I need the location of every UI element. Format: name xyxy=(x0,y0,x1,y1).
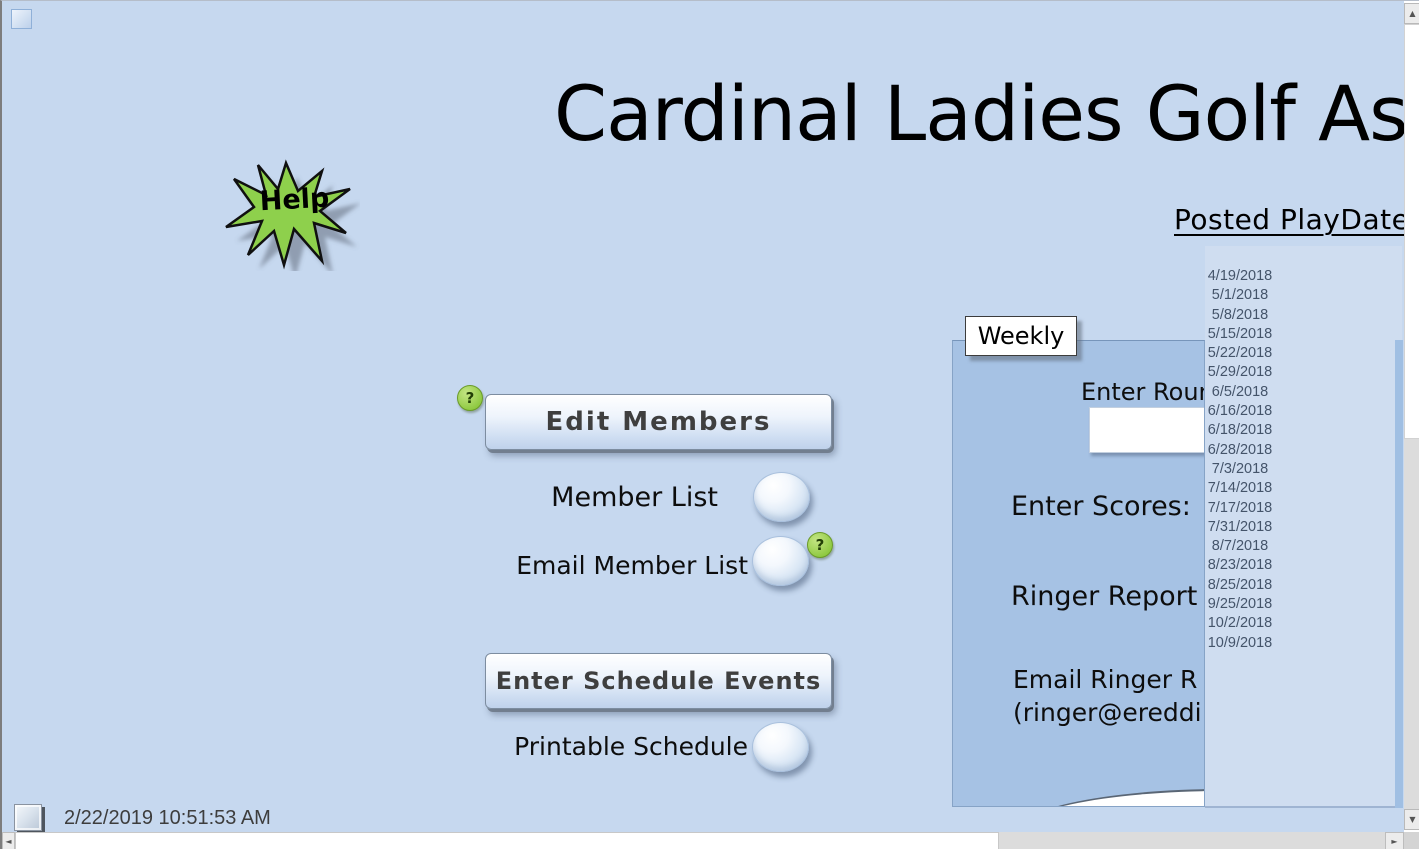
decorative-arc xyxy=(1008,789,1204,806)
scroll-down-icon[interactable]: ▼ xyxy=(1404,809,1419,830)
printable-schedule-button[interactable] xyxy=(752,722,809,772)
enter-rounds-label: Enter Roun xyxy=(1081,378,1205,406)
playdate-item[interactable]: 6/18/2018 xyxy=(1207,422,1273,439)
member-list-label: Member List xyxy=(551,482,718,513)
playdate-item[interactable]: 8/23/2018 xyxy=(1207,557,1273,574)
playdates-listbox-background xyxy=(1205,246,1402,808)
help-badge-email-member-list[interactable]: ? xyxy=(807,532,833,558)
playdate-item[interactable]: 5/22/2018 xyxy=(1207,345,1273,362)
starburst-icon: Help xyxy=(225,159,361,279)
playdate-item[interactable]: 6/5/2018 xyxy=(1211,383,1269,400)
scroll-left-icon[interactable]: ◄ xyxy=(2,832,15,849)
playdate-item[interactable]: 6/16/2018 xyxy=(1207,403,1273,420)
playdate-item[interactable]: 5/15/2018 xyxy=(1207,325,1273,342)
help-badge-edit-members[interactable]: ? xyxy=(457,385,483,411)
playdate-item[interactable]: 6/28/2018 xyxy=(1207,441,1273,458)
email-member-list-label: Email Member List xyxy=(516,551,748,580)
playdate-item[interactable]: 5/1/2018 xyxy=(1211,287,1269,304)
ringer-report-label: Ringer Report xyxy=(1011,581,1198,612)
horizontal-scrollbar[interactable]: ◄ ► xyxy=(2,832,1404,849)
playdate-item[interactable]: 8/25/2018 xyxy=(1207,576,1273,593)
scrollbar-corner xyxy=(1404,832,1419,849)
record-navigation-button[interactable] xyxy=(14,804,42,831)
email-member-list-button[interactable] xyxy=(752,536,809,586)
playdates-listbox-edge xyxy=(1395,340,1403,808)
enter-schedule-events-button[interactable]: Enter Schedule Events xyxy=(485,653,832,709)
playdate-item[interactable]: 8/7/2018 xyxy=(1211,538,1269,555)
enter-scores-label: Enter Scores: xyxy=(1011,491,1191,522)
tab-weekly[interactable]: Weekly xyxy=(965,316,1077,356)
weekly-panel: Enter Roun Enter Scores: Ringer Report E… xyxy=(952,340,1205,807)
playdate-item[interactable]: 10/2/2018 xyxy=(1207,615,1273,632)
playdates-list: 4/19/2018 5/1/2018 5/8/2018 5/15/2018 5/22/2… xyxy=(1194,267,1286,653)
vertical-scroll-track[interactable] xyxy=(1404,439,1419,809)
playdate-item[interactable]: 4/19/2018 xyxy=(1207,268,1273,284)
playdate-item[interactable]: 5/8/2018 xyxy=(1211,306,1269,323)
rounds-input[interactable] xyxy=(1089,407,1204,453)
vertical-scrollbar[interactable]: ▲ ▼ xyxy=(1404,1,1419,832)
playdate-item[interactable]: 10/9/2018 xyxy=(1207,634,1273,651)
playdate-item[interactable]: 7/31/2018 xyxy=(1207,518,1273,535)
ringer-email-address-label: (ringer@ereddi xyxy=(1013,698,1202,727)
form-select-button[interactable] xyxy=(11,9,32,29)
playdate-item[interactable]: 7/14/2018 xyxy=(1207,480,1273,497)
current-datetime: 2/22/2019 10:51:53 AM xyxy=(64,807,271,829)
scroll-up-icon[interactable]: ▲ xyxy=(1404,3,1419,24)
playdate-item[interactable]: 9/25/2018 xyxy=(1207,596,1273,613)
printable-schedule-label: Printable Schedule xyxy=(514,732,748,761)
edit-members-button[interactable]: Edit Members xyxy=(485,394,832,450)
vertical-scroll-thumb[interactable] xyxy=(1404,24,1419,439)
scroll-right-icon[interactable]: ► xyxy=(1385,832,1404,849)
playdates-heading: Posted PlayDates xyxy=(1174,203,1419,236)
email-ringer-report-label: Email Ringer R xyxy=(1013,665,1198,694)
page-title: Cardinal Ladies Golf Ass xyxy=(554,69,1404,158)
help-label: Help xyxy=(259,183,330,218)
playdate-item[interactable]: 7/17/2018 xyxy=(1207,499,1273,516)
member-list-button[interactable] xyxy=(753,472,810,522)
playdate-item[interactable]: 7/3/2018 xyxy=(1211,460,1269,477)
help-button[interactable]: Help xyxy=(224,159,361,279)
playdate-item[interactable]: 5/29/2018 xyxy=(1207,364,1273,381)
horizontal-scroll-thumb[interactable] xyxy=(15,832,999,849)
